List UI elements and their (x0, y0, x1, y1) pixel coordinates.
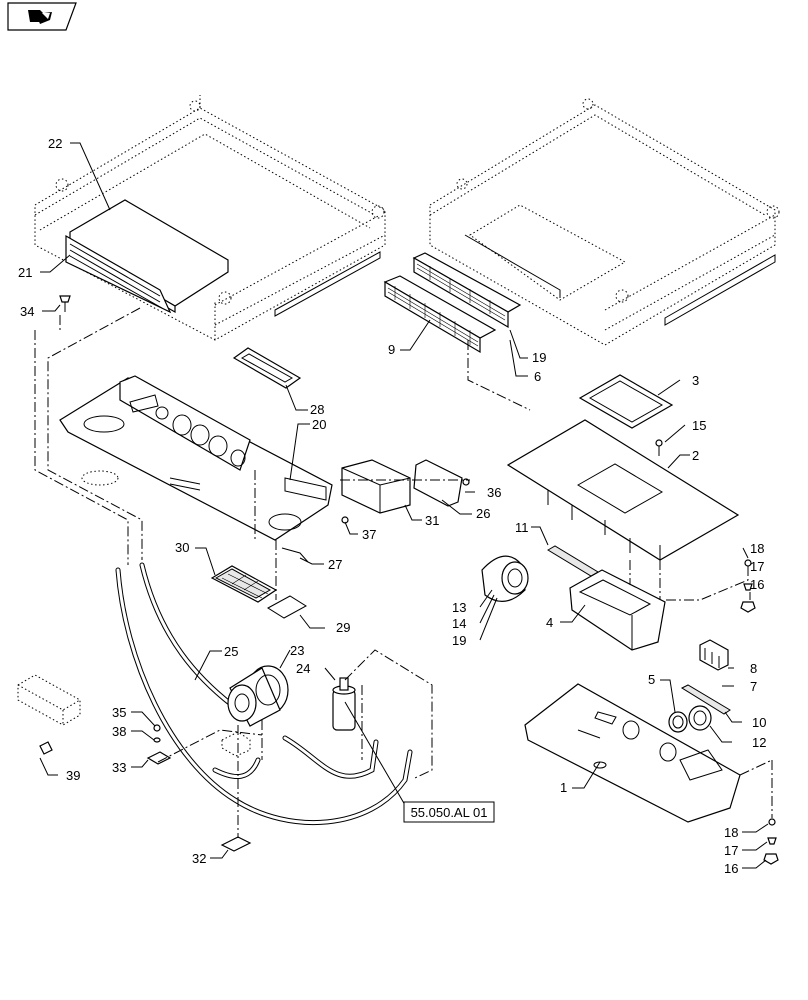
callout-8: 8 (750, 661, 757, 676)
part-2-cover-plate (506, 419, 740, 561)
part-23-compressor (227, 665, 289, 727)
callout-28: 28 (310, 402, 324, 417)
left-cab-roof-outline (34, 95, 386, 341)
callout-35: 35 (112, 705, 126, 720)
callout-12: 12 (752, 735, 766, 750)
callout-2: 2 (692, 448, 699, 463)
part-28-frame (232, 347, 302, 389)
callout-6: 6 (534, 369, 541, 384)
back-arrow-icon (28, 10, 52, 24)
callout-25: 25 (224, 644, 238, 659)
callout-18-lower: 18 (724, 825, 738, 840)
callout-23: 23 (290, 643, 304, 658)
callout-24: 24 (296, 661, 310, 676)
callout-26: 26 (476, 506, 490, 521)
callout-1: 1 (560, 780, 567, 795)
callout-38: 38 (112, 724, 126, 739)
callout-5: 5 (648, 672, 655, 687)
callout-37: 37 (362, 527, 376, 542)
part-38-washer (153, 737, 161, 743)
right-cab-roof-outline (429, 98, 780, 346)
callout-17-upper: 17 (750, 559, 764, 574)
back-navigation-button[interactable] (7, 2, 77, 31)
part-20-panel-plate (59, 375, 333, 541)
callout-21: 21 (18, 265, 32, 280)
part-13-blower-wheel (481, 555, 529, 602)
callout-39: 39 (66, 768, 80, 783)
part-35-screw (153, 724, 161, 732)
part-32-bracket (220, 836, 252, 852)
callout-7: 7 (750, 679, 757, 694)
callout-29: 29 (336, 620, 350, 635)
callout-14: 14 (452, 616, 466, 631)
part-10-strip (680, 684, 731, 715)
callout-16-lower: 16 (724, 861, 738, 876)
part-4-blower-housing (569, 569, 666, 651)
callout-10: 10 (752, 715, 766, 730)
part-11-strip (547, 545, 599, 577)
callout-leaders (39, 142, 769, 869)
callout-18-upper: 18 (750, 541, 764, 556)
callout-27: 27 (328, 557, 342, 572)
part-1-lower-panel (524, 683, 741, 823)
callout-11: 11 (515, 520, 529, 535)
part-33-bracket (146, 751, 172, 765)
part-25-hoses (115, 562, 413, 825)
callout-17-lower: 17 (724, 843, 738, 858)
part-34-screw (59, 295, 71, 312)
part-18-17-16-fasteners-lower (763, 818, 779, 865)
callout-3: 3 (692, 373, 699, 388)
callout-36: 36 (487, 485, 501, 500)
callout-19-upper: 19 (532, 350, 546, 365)
part-9-mesh-filter (383, 275, 497, 354)
callout-31: 31 (425, 513, 439, 528)
part-26-plate (413, 459, 463, 507)
part-31-duct (341, 459, 411, 514)
part-15-screw (655, 439, 663, 456)
part-3-frame (578, 374, 674, 429)
assembly-lines (34, 307, 773, 838)
callout-15: 15 (692, 418, 706, 433)
part-12-grommet (688, 705, 712, 731)
reference-link-box[interactable]: 55.050.AL 01 (403, 801, 495, 823)
part-6-mesh-filter (412, 252, 522, 329)
callout-20: 20 (312, 417, 326, 432)
part-30-air-filter (210, 565, 278, 603)
part-24-receiver-drier (332, 677, 356, 731)
callout-33: 33 (112, 760, 126, 775)
callout-16-upper: 16 (750, 577, 764, 592)
part-27-clip (281, 547, 309, 563)
callout-4: 4 (546, 615, 553, 630)
part-39-module (17, 674, 81, 755)
callout-labels: 22 21 34 9 19 6 3 28 20 15 2 36 26 31 37… (18, 136, 766, 876)
part-21-grille-housing (65, 234, 172, 314)
callout-34: 34 (20, 304, 34, 319)
reference-link-label: 55.050.AL 01 (411, 805, 488, 820)
callout-9: 9 (388, 342, 395, 357)
callout-19-lower: 19 (452, 633, 466, 648)
part-29-gasket (267, 595, 307, 619)
part-5-grommet (668, 711, 688, 733)
callout-22: 22 (48, 136, 62, 151)
part-18-17-16-fasteners-upper (740, 559, 756, 613)
callout-30: 30 (175, 540, 189, 555)
part-8-relay-block (699, 639, 729, 671)
callout-13: 13 (452, 600, 466, 615)
callout-32: 32 (192, 851, 206, 866)
